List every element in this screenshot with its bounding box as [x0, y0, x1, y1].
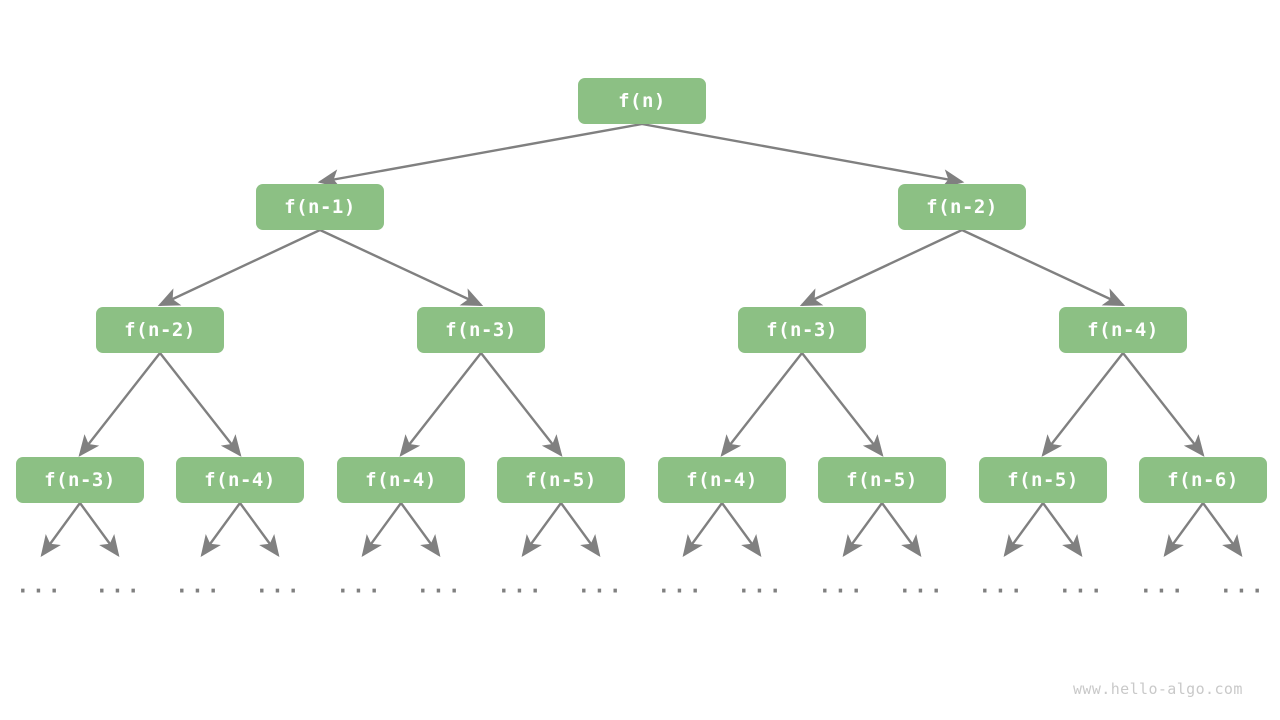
leaf-edge — [1042, 502, 1083, 557]
tree-edge — [1122, 352, 1205, 457]
ellipsis-marker: ... — [978, 573, 1026, 598]
tree-node: f(n-6) — [1139, 457, 1267, 503]
leaf-edge — [400, 502, 441, 557]
tree-node: f(n-4) — [176, 457, 304, 503]
tree-edges — [78, 122, 1205, 457]
tree-edge — [319, 228, 484, 307]
tree-node: f(n) — [578, 78, 706, 124]
leaf-edge — [682, 502, 723, 557]
tree-node: f(n-4) — [1059, 307, 1187, 353]
leaf-edge — [842, 502, 883, 557]
tree-node: f(n-4) — [658, 457, 786, 503]
tree-node: f(n-2) — [898, 184, 1026, 230]
tree-edge — [961, 228, 1126, 307]
tree-edge — [641, 122, 965, 188]
leaf-edge — [200, 502, 241, 557]
ellipsis-marker: ... — [175, 573, 223, 598]
tree-edge — [157, 228, 321, 307]
leaf-edge — [361, 502, 402, 557]
ellipsis-marker: ... — [1219, 573, 1267, 598]
ellipsis-marker: ... — [497, 573, 545, 598]
tree-node: f(n-2) — [96, 307, 224, 353]
leaf-edge — [560, 502, 601, 557]
tree-node: f(n-3) — [16, 457, 144, 503]
tree-edge — [78, 352, 161, 457]
ellipsis-marker: ... — [818, 573, 866, 598]
leaf-edge — [881, 502, 922, 557]
ellipsis-marker: ... — [416, 573, 464, 598]
tree-edge — [480, 352, 563, 457]
tree-node: f(n-5) — [497, 457, 625, 503]
tree-node: f(n-4) — [337, 457, 465, 503]
tree-node: f(n-5) — [979, 457, 1107, 503]
leaf-edge — [721, 502, 762, 557]
leaf-edge — [79, 502, 120, 557]
ellipsis-marker: ... — [1058, 573, 1106, 598]
ellipsis-marker: ... — [898, 573, 946, 598]
tree-node: f(n-3) — [417, 307, 545, 353]
ellipsis-marker: ... — [577, 573, 625, 598]
ellipsis-marker: ... — [1139, 573, 1187, 598]
leaf-edge — [521, 502, 562, 557]
ellipsis-marker: ... — [657, 573, 705, 598]
leaf-edge — [1202, 502, 1243, 557]
leaf-edge — [40, 502, 81, 557]
tree-edge — [799, 228, 963, 307]
watermark: www.hello-algo.com — [1073, 680, 1243, 698]
ellipsis-marker: ... — [737, 573, 785, 598]
ellipsis-marker: ... — [255, 573, 303, 598]
ellipsis-marker: ... — [95, 573, 143, 598]
leaf-edge — [239, 502, 280, 557]
ellipsis-marker: ... — [336, 573, 384, 598]
leaf-edge — [1163, 502, 1204, 557]
tree-node: f(n-3) — [738, 307, 866, 353]
tree-edge — [801, 352, 884, 457]
ellipsis-marker: ... — [16, 573, 64, 598]
leaf-edge — [1003, 502, 1044, 557]
tree-edge — [720, 352, 803, 457]
tree-node: f(n-5) — [818, 457, 946, 503]
leaf-edges — [40, 502, 1243, 557]
tree-edge — [317, 122, 643, 188]
tree-edge — [159, 352, 242, 457]
tree-edge — [1041, 352, 1124, 457]
tree-node: f(n-1) — [256, 184, 384, 230]
tree-edge — [399, 352, 482, 457]
